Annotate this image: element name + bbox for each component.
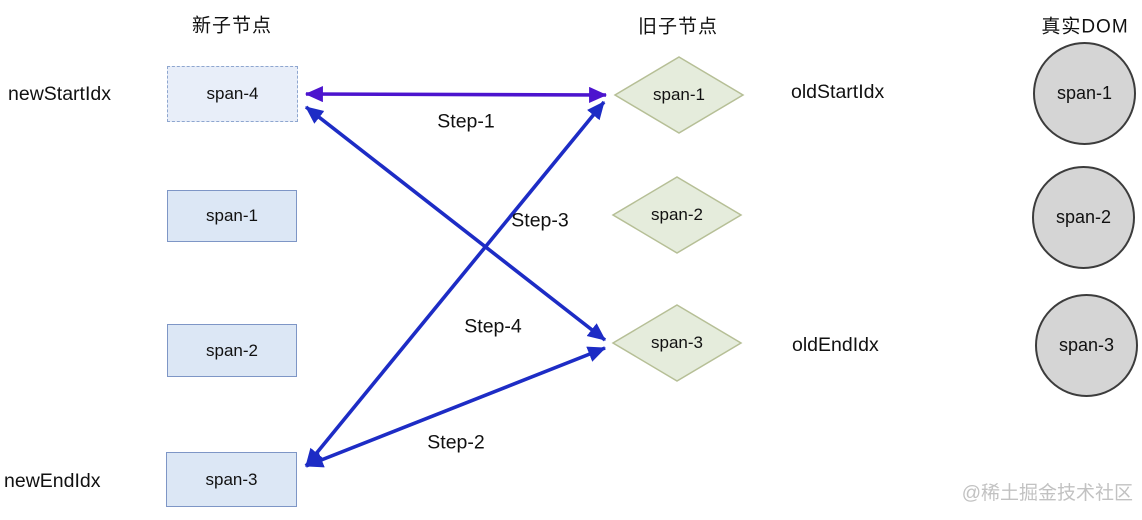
node-label: span-3: [651, 333, 703, 352]
diamond-shape: [611, 176, 743, 254]
node-label: span-4: [206, 84, 259, 103]
dom-node-span-3: span-3: [1035, 294, 1138, 397]
step-4-label: Step-4: [464, 315, 522, 338]
watermark: @稀土掘金技术社区: [961, 483, 1133, 504]
step-1-label: Step-1: [437, 110, 495, 133]
node-label: span-2: [206, 340, 258, 360]
node-label: span-3: [1058, 335, 1115, 355]
old-children-header: 旧子节点: [637, 16, 719, 38]
arrow-step-3: [304, 100, 606, 468]
node-label: span-3: [205, 469, 258, 489]
new-start-idx-label: newStartIdx: [8, 83, 111, 105]
arrow-step-1: [304, 85, 608, 104]
diamond-shape: [611, 304, 743, 382]
old-node-span-3: span-3: [610, 303, 744, 383]
real-dom-header: 真实DOM: [1041, 16, 1129, 38]
new-children-header: 新子节点: [191, 15, 273, 37]
old-node-span-2: span-2: [610, 175, 744, 255]
node-label: span-1: [653, 85, 705, 104]
dom-node-span-2: span-2: [1032, 166, 1135, 269]
new-node-span-2: span-2: [167, 324, 297, 377]
node-label: span-2: [1055, 207, 1112, 227]
node-label: span-1: [206, 206, 258, 225]
old-node-span-1: span-1: [612, 55, 746, 135]
old-end-idx-label: oldEndIdx: [792, 334, 879, 356]
node-label: span-2: [651, 205, 703, 224]
new-node-span-3: span-3: [166, 452, 297, 507]
step-2-label: Step-2: [427, 431, 485, 454]
dom-node-span-1: span-1: [1033, 42, 1136, 145]
new-node-span-1: span-1: [167, 190, 297, 242]
new-end-idx-label: newEndIdx: [4, 470, 101, 492]
step-3-label: Step-3: [511, 209, 569, 232]
node-label: span-1: [1056, 83, 1113, 103]
new-node-span-4: span-4: [167, 66, 298, 122]
diamond-shape: [613, 56, 745, 134]
old-start-idx-label: oldStartIdx: [791, 81, 885, 103]
